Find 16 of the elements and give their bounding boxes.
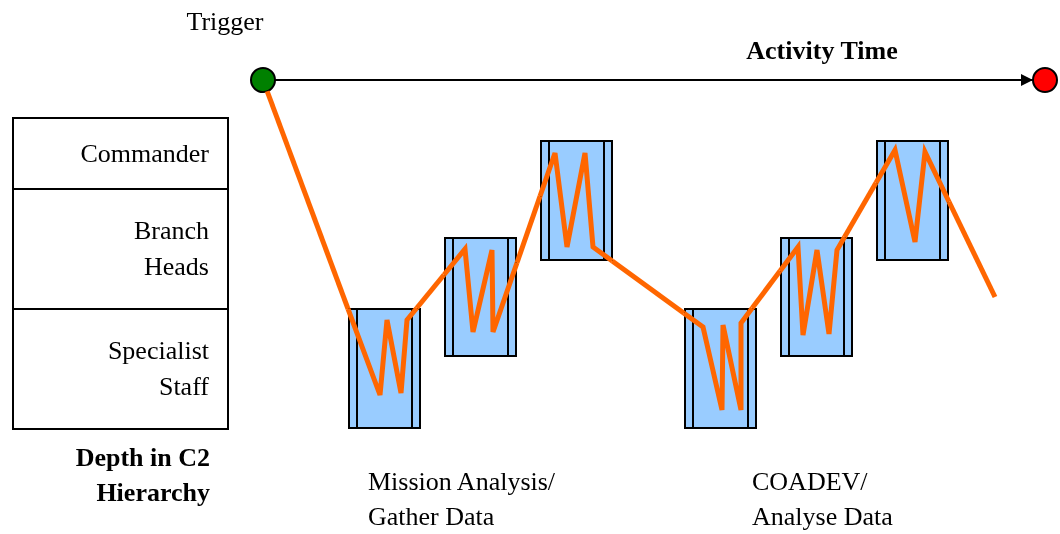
phase-label: Mission Analysis/ Gather Data bbox=[368, 466, 557, 533]
connector-line bbox=[842, 181, 879, 239]
end-point-circle bbox=[1031, 66, 1059, 94]
connector-line bbox=[946, 200, 998, 299]
connector-line bbox=[750, 269, 782, 310]
hierarchy-level-row: Specialist Staff bbox=[12, 308, 229, 430]
connector-line bbox=[264, 90, 351, 310]
axis-title: Depth in C2 Hierarchy bbox=[74, 442, 210, 509]
hierarchy-level-row: Commander bbox=[12, 117, 229, 190]
connector-line bbox=[514, 195, 543, 264]
phase-label: COADEV/ Analyse Data bbox=[752, 466, 894, 533]
arrow bbox=[274, 74, 1034, 86]
trigger-label: Trigger bbox=[185, 6, 265, 38]
hierarchy-level-row: Branch Heads bbox=[12, 188, 229, 310]
connector-line bbox=[610, 258, 686, 316]
connector-line bbox=[414, 273, 446, 310]
